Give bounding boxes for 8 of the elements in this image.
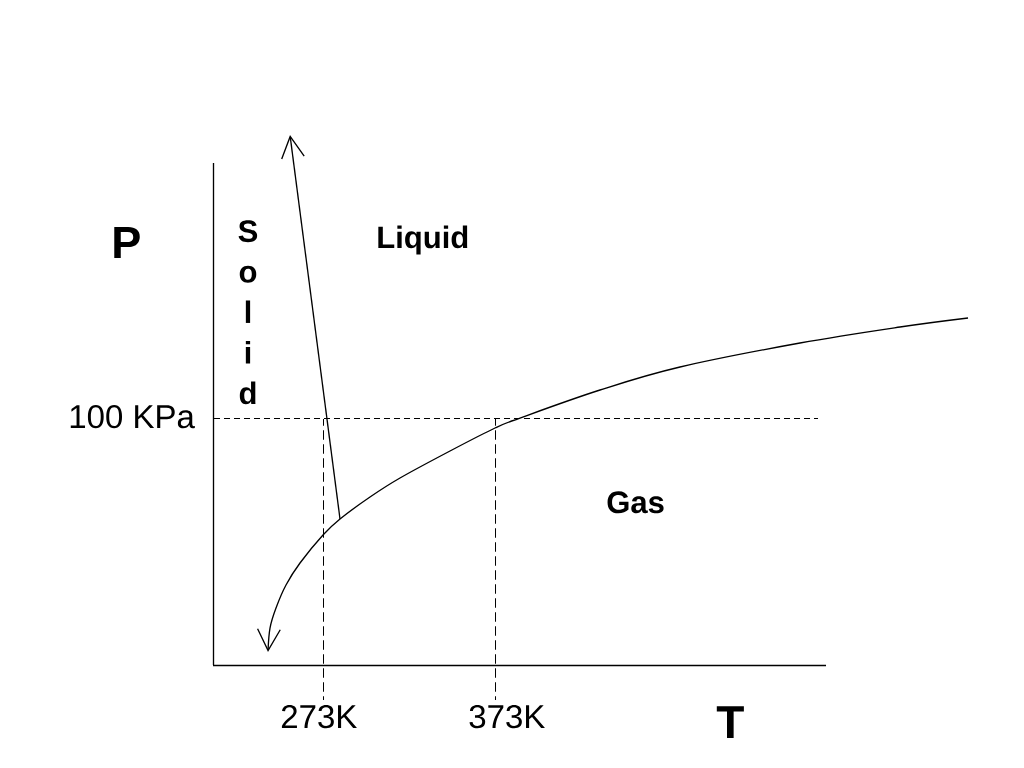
- region-label: Liquid: [378, 225, 468, 255]
- tick-label: 373K: [469, 704, 545, 729]
- axis-label: P: [114, 227, 140, 258]
- tick-label: 100 KPa: [70, 404, 195, 429]
- tick-label: 273K: [281, 704, 357, 729]
- axis-label: T: [716, 706, 744, 738]
- region-label: Solid: [238, 220, 258, 405]
- region-label: Gas: [607, 491, 664, 514]
